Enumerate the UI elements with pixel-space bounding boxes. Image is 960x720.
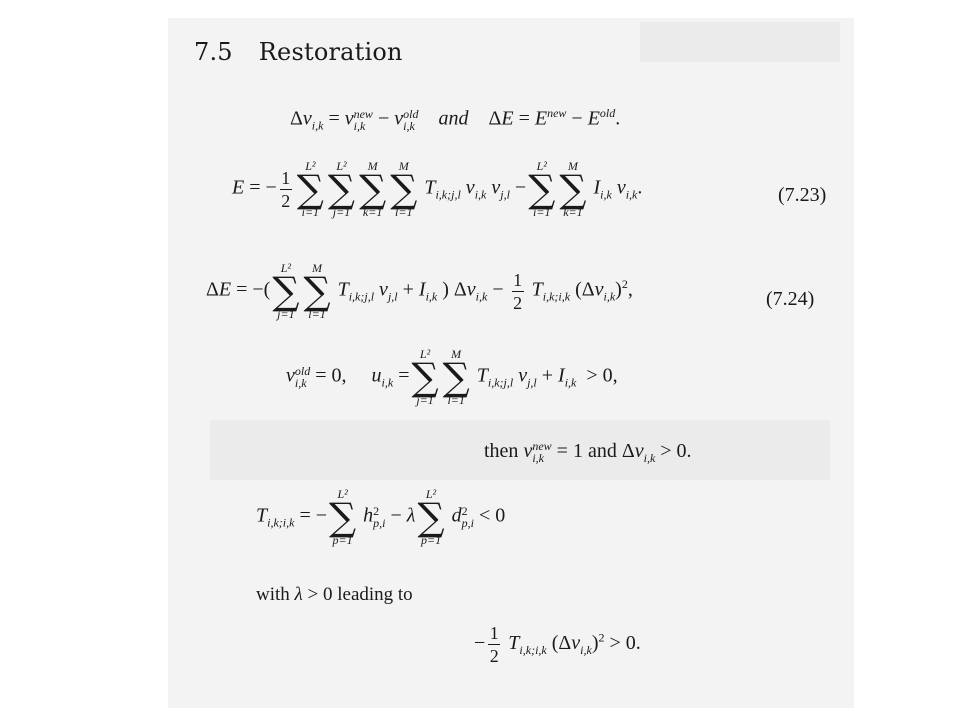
- scan-smudge: [640, 22, 840, 62]
- page-scan: [168, 18, 854, 708]
- then-word: then: [484, 440, 519, 462]
- section-heading: 7.5 Restoration: [194, 38, 403, 66]
- section-number: 7.5: [194, 38, 233, 66]
- equation-number-7-24: (7.24): [766, 288, 815, 310]
- and-word: and: [587, 440, 617, 462]
- text-with-lambda: with λ > 0 leading to: [256, 584, 413, 605]
- scan-smudge: [210, 420, 830, 480]
- text-with: with: [256, 584, 290, 605]
- connector-and: and: [438, 107, 469, 130]
- text-leading-to: leading to: [337, 584, 413, 605]
- equation-number-7-23: (7.23): [778, 184, 827, 206]
- section-title: Restoration: [258, 38, 403, 66]
